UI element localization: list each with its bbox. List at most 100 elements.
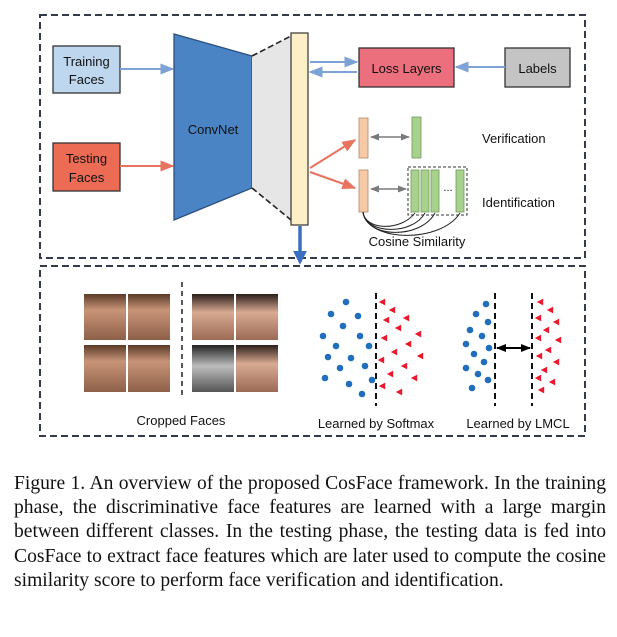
gallery-bar-n bbox=[455, 169, 465, 213]
to-verification-arrow bbox=[309, 139, 357, 169]
class-a-point bbox=[468, 384, 476, 392]
class-b-point bbox=[537, 386, 545, 394]
class-b-point bbox=[534, 374, 542, 382]
class-b-point bbox=[552, 358, 560, 366]
identification-query-bar bbox=[358, 169, 369, 213]
class-b-point bbox=[535, 352, 543, 360]
cosine-similarity-label: Cosine Similarity bbox=[369, 234, 466, 249]
figure-caption: Figure 1. An overview of the proposed Co… bbox=[14, 473, 606, 591]
class-a-point bbox=[342, 298, 350, 306]
lmcl-label: Learned by LMCL bbox=[466, 416, 569, 431]
class-a-point bbox=[332, 342, 340, 350]
gallery-dashed-box bbox=[407, 166, 468, 216]
class-b-point bbox=[378, 298, 386, 306]
face-thumbnail bbox=[192, 294, 234, 340]
class-b-point bbox=[536, 298, 544, 306]
class-b-point bbox=[534, 334, 542, 342]
class-b-point bbox=[390, 348, 398, 356]
class-b-point bbox=[416, 352, 424, 360]
cosine-similarity-arcs bbox=[362, 211, 461, 236]
class-a-point bbox=[462, 364, 470, 372]
class-a-point bbox=[365, 342, 373, 350]
class-a-point bbox=[345, 380, 353, 388]
class-a-point bbox=[361, 362, 369, 370]
class-b-point bbox=[380, 334, 388, 342]
class-a-point bbox=[485, 344, 493, 352]
loss-layers-label: Loss Layers bbox=[371, 61, 442, 76]
bottom-panel-frame bbox=[39, 265, 586, 437]
expansion-dash-top bbox=[251, 35, 292, 57]
face-thumbnail bbox=[128, 345, 170, 392]
gallery-bar-2 bbox=[420, 169, 430, 213]
class-b-point bbox=[394, 324, 402, 332]
class-a-point bbox=[358, 390, 366, 398]
softmax-label: Learned by Softmax bbox=[318, 416, 435, 431]
class-a-point bbox=[484, 318, 492, 326]
class-b-point bbox=[386, 370, 394, 378]
lmcl-scatter bbox=[462, 298, 562, 394]
class-a-point bbox=[472, 310, 480, 318]
face-thumbnail bbox=[236, 345, 278, 392]
class-b-point bbox=[540, 366, 548, 374]
class-b-point bbox=[554, 336, 562, 344]
convnet-label: ConvNet bbox=[188, 122, 239, 137]
class-a-point bbox=[462, 340, 470, 348]
class-b-point bbox=[395, 388, 403, 396]
class-a-point bbox=[327, 310, 335, 318]
cropped-faces-left bbox=[84, 294, 170, 392]
class-a-point bbox=[356, 332, 364, 340]
class-a-point bbox=[324, 353, 332, 361]
cropped-faces-label: Cropped Faces bbox=[137, 413, 226, 428]
class-b-point bbox=[388, 306, 396, 314]
feature-expansion bbox=[252, 36, 291, 220]
face-thumbnail bbox=[84, 294, 126, 340]
cropped-faces-right bbox=[192, 294, 278, 392]
class-b-point bbox=[414, 330, 422, 338]
class-b-point bbox=[404, 340, 412, 348]
class-b-point bbox=[410, 374, 418, 382]
training-faces-label-line2: Faces bbox=[69, 72, 105, 87]
class-b-point bbox=[546, 306, 554, 314]
class-a-point bbox=[484, 376, 492, 384]
verification-label: Verification bbox=[482, 131, 546, 146]
class-a-point bbox=[482, 300, 490, 308]
to-identification-arrow bbox=[309, 171, 357, 190]
class-a-point bbox=[354, 312, 362, 320]
class-b-point bbox=[544, 346, 552, 354]
class-a-point bbox=[339, 322, 347, 330]
class-b-point bbox=[548, 378, 556, 386]
testing-faces-box bbox=[52, 142, 121, 192]
class-a-point bbox=[480, 358, 488, 366]
class-a-point bbox=[368, 376, 376, 384]
face-thumbnail bbox=[84, 345, 126, 392]
class-b-point bbox=[534, 314, 542, 322]
gallery-bar-1 bbox=[410, 169, 420, 213]
class-a-point bbox=[478, 332, 486, 340]
softmax-scatter bbox=[319, 298, 424, 398]
class-a-point bbox=[319, 332, 327, 340]
class-b-point bbox=[402, 314, 410, 322]
training-faces-label-line1: Training bbox=[63, 54, 109, 69]
class-b-point bbox=[382, 316, 390, 324]
class-b-point bbox=[400, 362, 408, 370]
class-b-point bbox=[552, 318, 560, 326]
testing-faces-label-line2: Faces bbox=[69, 170, 105, 185]
class-a-point bbox=[474, 370, 482, 378]
class-b-point bbox=[378, 382, 386, 390]
face-thumbnail bbox=[128, 294, 170, 340]
identification-label: Identification bbox=[482, 195, 555, 210]
class-b-point bbox=[377, 356, 385, 364]
class-b-point bbox=[542, 326, 550, 334]
class-a-point bbox=[336, 364, 344, 372]
class-a-point bbox=[347, 354, 355, 362]
feature-vector bbox=[290, 32, 309, 226]
labels-label: Labels bbox=[518, 61, 557, 76]
top-panel-frame bbox=[39, 14, 586, 259]
gallery-bar-3 bbox=[430, 169, 440, 213]
class-a-point bbox=[470, 350, 478, 358]
verification-query-bar bbox=[358, 117, 369, 159]
cosface-diagram: Training Faces Testing Faces ConvNet Los… bbox=[39, 14, 586, 437]
gallery-ellipsis: ... bbox=[443, 182, 452, 194]
verification-gallery-bar bbox=[411, 116, 422, 159]
face-thumbnail bbox=[236, 294, 278, 340]
